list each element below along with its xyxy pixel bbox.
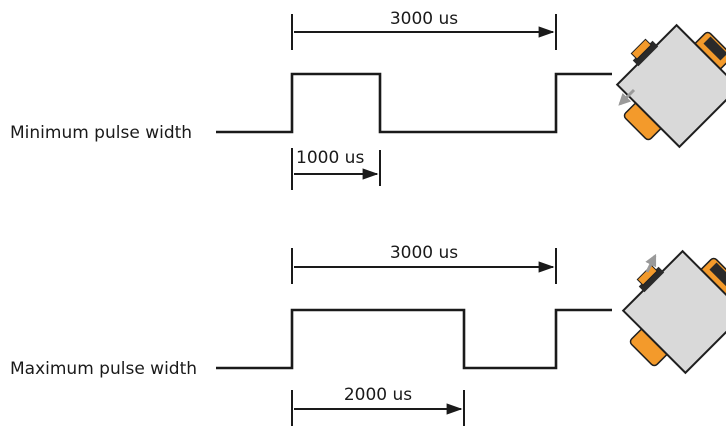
period-label: 3000 us [390,243,458,263]
period-label: 3000 us [390,9,458,29]
pulse-label: 2000 us [344,385,412,405]
pwm-signal [216,308,612,370]
pulse-dimension: 2000 us [291,385,465,426]
period-dimension: 3000 us [291,9,557,50]
max-pulse-diagram: 3000 us Maximum pulse width 2000 us [10,243,726,426]
servo-icon [621,249,726,375]
rotation-arrow-icon [645,253,657,273]
pwm-signal [216,72,612,134]
rotation-arrow-icon [618,88,636,106]
min-pulse-diagram: 3000 us Minimum pulse width 1000 us [10,9,726,190]
diagram-label: Maximum pulse width [10,359,197,379]
diagram-label: Minimum pulse width [10,123,192,143]
period-dimension: 3000 us [291,243,557,284]
pulse-dimension: 1000 us [291,148,381,190]
servo-icon [615,23,726,149]
pulse-label: 1000 us [296,148,364,168]
